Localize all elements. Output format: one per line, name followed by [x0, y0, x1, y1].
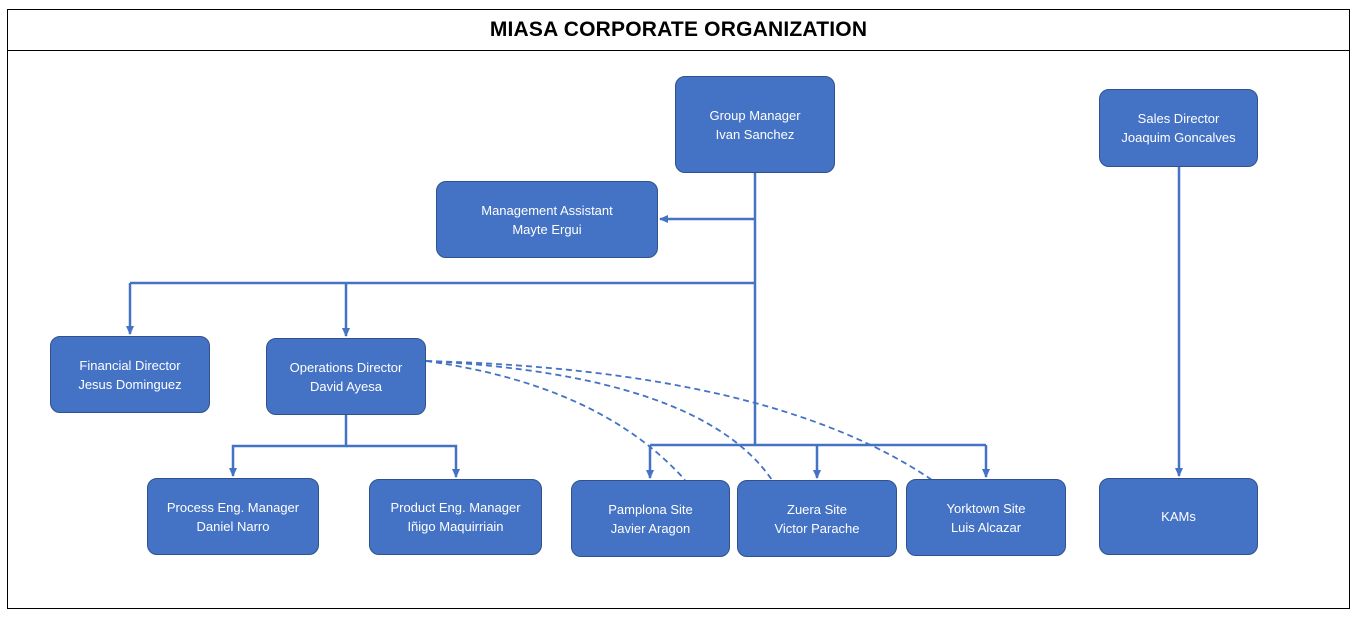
node-role: Financial Director [79, 357, 181, 373]
node-person: Victor Parache [774, 520, 860, 536]
node-kams: KAMs [1099, 478, 1258, 555]
dotted-line-operations-to-zuera [425, 360, 773, 481]
node-person: Mayte Ergui [512, 221, 582, 237]
node-role: Sales Director [1137, 111, 1220, 126]
node-role: Process Eng. Manager [166, 499, 300, 515]
dotted-line-operations-to-pamplona [425, 360, 686, 481]
node-zuera-site: Zuera Site Victor Parache [737, 480, 897, 557]
node-management-assistant: Management Assistant Mayte Ergui [436, 181, 658, 258]
node-person: Jesus Dominguez [78, 376, 182, 392]
node-role: Product Eng. Manager [390, 500, 521, 515]
node-role: Group Manager [709, 107, 801, 123]
connector-to-product-eng-manager [346, 444, 460, 478]
node-process-eng-manager: Process Eng. Manager Daniel Narro [147, 478, 319, 555]
node-role: Management Assistant [481, 202, 613, 218]
node-person: Daniel Narro [196, 518, 270, 534]
node-role: Pamplona Site [608, 501, 693, 517]
node-pamplona-site: Pamplona Site Javier Aragon [571, 480, 730, 557]
node-operations-director: Operations Director David Ayesa [266, 338, 426, 415]
node-person: Javier Aragon [610, 520, 691, 536]
node-person: David Ayesa [309, 378, 383, 394]
title-bar: MIASA CORPORATE ORGANIZATION [8, 10, 1349, 51]
node-sales-director: Sales Director Joaquim Goncalves [1099, 89, 1258, 167]
node-yorktown-site: Yorktown Site Luis Alcazar [906, 479, 1066, 556]
node-financial-director: Financial Director Jesus Dominguez [50, 336, 210, 413]
node-person: Luis Alcazar [950, 519, 1022, 535]
node-product-eng-manager: Product Eng. Manager Iñigo Maquirriain [369, 479, 542, 555]
dotted-line-operations-to-yorktown [425, 360, 933, 481]
node-role: Operations Director [289, 359, 403, 375]
node-person: Iñigo Maquirriain [407, 519, 504, 534]
node-person: Joaquim Goncalves [1121, 130, 1236, 145]
connector-operations-trunk [229, 414, 348, 477]
node-role: KAMs [1161, 509, 1196, 524]
diagram-title: MIASA CORPORATE ORGANIZATION [489, 18, 868, 41]
node-group-manager: Group Manager Ivan Sanchez [675, 76, 835, 173]
node-role: Yorktown Site [946, 500, 1026, 516]
diagram-frame: MIASA CORPORATE ORGANIZATION [7, 9, 1350, 609]
node-person: Ivan Sanchez [715, 126, 795, 142]
node-role: Zuera Site [787, 501, 847, 517]
